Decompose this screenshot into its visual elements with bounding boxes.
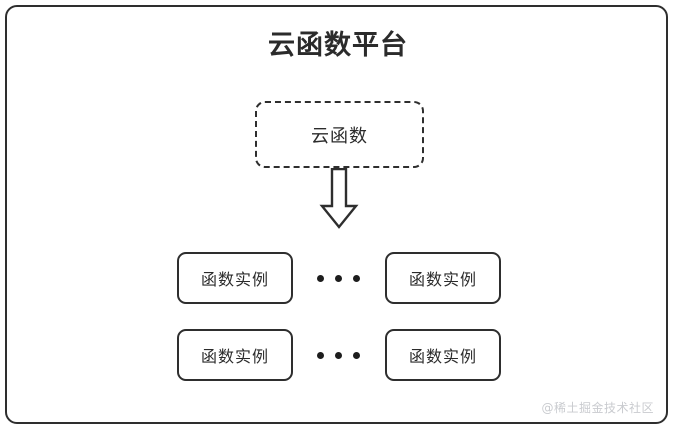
ellipsis-dot: [316, 351, 324, 359]
page-title: 云函数平台: [268, 30, 408, 61]
function-instance-box: 函数实例: [385, 252, 501, 304]
cloud-function-label: 云函数: [311, 125, 368, 147]
down-block-arrow-icon: [316, 167, 362, 230]
function-instance-box: 函数实例: [385, 329, 501, 381]
cloud-function-node: 云函数: [255, 101, 424, 168]
ellipsis-dot: [352, 351, 360, 359]
ellipsis-row-2: [308, 349, 368, 361]
function-instance-label: 函数实例: [408, 347, 477, 366]
function-instance-label: 函数实例: [200, 270, 269, 289]
function-instance-label: 函数实例: [200, 347, 269, 366]
function-instance-label: 函数实例: [408, 270, 477, 289]
watermark: @稀土掘金技术社区: [541, 401, 654, 415]
function-instance-box: 函数实例: [177, 329, 293, 381]
ellipsis-dot: [334, 351, 342, 359]
ellipsis-dot: [316, 274, 324, 282]
ellipsis-dot: [352, 274, 360, 282]
function-instance-box: 函数实例: [177, 252, 293, 304]
ellipsis-dot: [334, 274, 342, 282]
ellipsis-row-1: [308, 272, 368, 284]
